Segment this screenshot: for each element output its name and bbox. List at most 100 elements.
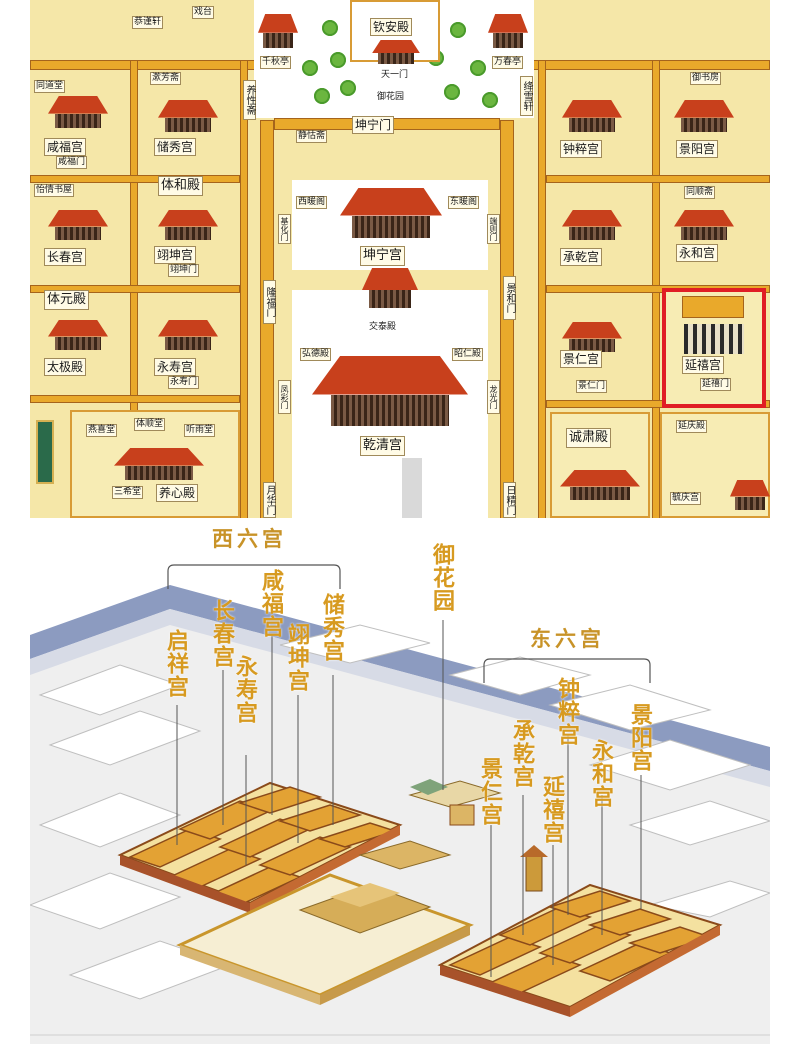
west-bracket	[167, 564, 341, 589]
wall	[682, 296, 744, 318]
chuxiu-palace-label: 储秀宫	[154, 138, 197, 156]
stage-label: 戏台	[192, 6, 215, 19]
palace-icon	[48, 210, 108, 240]
jingyang-palace-label: 景阳宫	[676, 140, 719, 158]
imperial-study-label: 御书房	[690, 72, 722, 85]
yangxin-hall-icon	[114, 448, 204, 480]
qianqing-palace-label: 乾清宫	[360, 436, 406, 456]
jidian-label: 恭谨轩	[132, 16, 164, 29]
qianqiu-pavilion-label: 千秋亭	[260, 56, 292, 69]
jingtian-label: 静怙斋	[296, 130, 328, 143]
suanguan-label: 漱芳斋	[150, 72, 182, 85]
palace-icon	[730, 480, 770, 510]
yikun-palace-3d-label: 翊坤宫	[284, 623, 310, 692]
east-six-palaces-title: 东六宫	[530, 626, 605, 651]
zhaoren-hall-label: 昭仁殿	[452, 348, 484, 361]
yongshou-palace-label: 永寿宫	[154, 358, 197, 376]
west-six-palaces-title: 西六宫	[212, 526, 287, 551]
yikun-gate-label: 翊坤门	[168, 264, 200, 277]
zhongcui-palace-label: 钟粹宫	[560, 140, 603, 158]
wall	[30, 175, 240, 183]
changchun-palace-label: 长春宫	[44, 248, 87, 266]
yangxingzhai-label: 养性斋	[243, 80, 256, 120]
taiji-hall-label: 太极殿	[44, 358, 87, 376]
zhongcui-palace-3d-label: 钟粹宫	[554, 677, 580, 746]
jihua-gate-label: 基化门	[278, 214, 291, 244]
aerial-illustration	[30, 585, 770, 1044]
chuxiu-palace-3d-label: 储秀宫	[319, 593, 345, 662]
jiaotai-hall-label: 交泰殿	[369, 322, 397, 332]
longguang-gate-label: 龙光门	[487, 380, 500, 414]
yikun-palace-label: 翊坤宫	[154, 246, 197, 264]
yanxi-palace-3d-label: 延禧宫	[539, 775, 565, 844]
duanze-gate-label: 端则门	[487, 214, 500, 244]
kunning-palace-icon	[340, 188, 442, 238]
palace-icon	[48, 320, 108, 350]
wall	[240, 60, 248, 518]
kunning-gate-label: 坤宁门	[352, 116, 395, 134]
kunning-palace-label: 坤宁宫	[360, 246, 406, 266]
palace-icon	[48, 96, 108, 128]
palace-icon	[674, 100, 734, 132]
xianfu-palace-3d-label: 咸福宫	[258, 569, 284, 638]
fengcai-gate-label: 凤彩门	[278, 380, 291, 414]
xianfu-palace-label: 咸福宫	[44, 138, 87, 156]
yonghe-palace-3d-label: 永和宫	[588, 739, 614, 808]
xianfu-gate-label: 咸福门	[56, 156, 88, 169]
tiyuan-hall-label: 体元殿	[44, 290, 90, 310]
wall	[546, 175, 770, 183]
wall	[546, 400, 770, 408]
tongshun-hall-label: 同顺斋	[684, 186, 716, 199]
chengqian-palace-label: 承乾宫	[560, 248, 603, 266]
yiqing-study-label: 怡情书屋	[34, 184, 75, 197]
yuqing-palace-label: 毓庆宫	[670, 492, 702, 505]
central-path	[402, 458, 422, 518]
rijing-gate-label: 日精门	[503, 482, 516, 518]
jingren-gate-label: 景仁门	[576, 380, 608, 393]
palace-icon	[562, 210, 622, 240]
jingren-palace-label: 景仁宫	[560, 350, 603, 368]
yanxi-palace-label: 延禧宫	[682, 356, 725, 374]
changchun-palace-3d-label: 长春宫	[209, 599, 235, 668]
pavilion-icon	[258, 14, 298, 48]
xiaotang-label: 听雨堂	[184, 424, 216, 437]
east-six-palaces-block	[437, 883, 723, 1017]
palace-icon	[158, 210, 218, 240]
jingyang-palace-3d-label: 景阳宫	[627, 703, 653, 772]
yuehua-gate-label: 月华门	[263, 482, 276, 518]
yanxi-palace-icon	[684, 324, 744, 354]
palace-icon	[158, 320, 218, 350]
dianxuan-label: 绛雪轩	[520, 76, 533, 116]
imperial-garden-label: 御花园	[377, 92, 405, 102]
yanxi-tang-label: 燕喜堂	[86, 424, 118, 437]
tihe-hall-label: 体和殿	[158, 176, 204, 196]
palace-icon	[560, 470, 640, 500]
jiaotai-hall-icon	[362, 268, 418, 308]
yanqing-hall-label: 延庆殿	[676, 420, 708, 433]
chengsu-hall-label: 诚肃殿	[566, 428, 612, 448]
palace-icon	[562, 322, 622, 352]
tianyi-gate-label: 天一门	[381, 70, 409, 80]
chengqian-palace-3d-label: 承乾宫	[509, 719, 535, 788]
palace-icon	[674, 210, 734, 240]
yangxin-hall-label: 养心殿	[156, 484, 199, 502]
pavilion-icon	[488, 14, 528, 48]
hongde-hall-label: 弘德殿	[300, 348, 332, 361]
wall	[30, 395, 240, 403]
jingren-palace-3d-label: 景仁宫	[477, 757, 503, 826]
longfu-gate-label: 隆福门	[263, 280, 276, 324]
yonghe-palace-label: 永和宫	[676, 244, 719, 262]
jinghe-gate-label: 景和门	[503, 276, 516, 320]
yongshou-palace-3d-label: 永寿宫	[232, 655, 258, 724]
qinan-hall-label: 钦安殿	[370, 18, 413, 36]
hall-icon	[372, 40, 420, 64]
imperial-garden-3d-label: 御花园	[429, 543, 455, 612]
west-six-palaces-block	[117, 781, 403, 913]
wanchun-pavilion-label: 万春亭	[492, 56, 524, 69]
west-warm-chamber-label: 西暖阁	[296, 196, 328, 209]
wall	[546, 285, 770, 293]
palace-icon	[158, 100, 218, 132]
yongshou-gate-label: 永寿门	[168, 376, 200, 389]
wall	[538, 60, 546, 518]
tongdao-hall-label: 同道堂	[34, 80, 66, 93]
